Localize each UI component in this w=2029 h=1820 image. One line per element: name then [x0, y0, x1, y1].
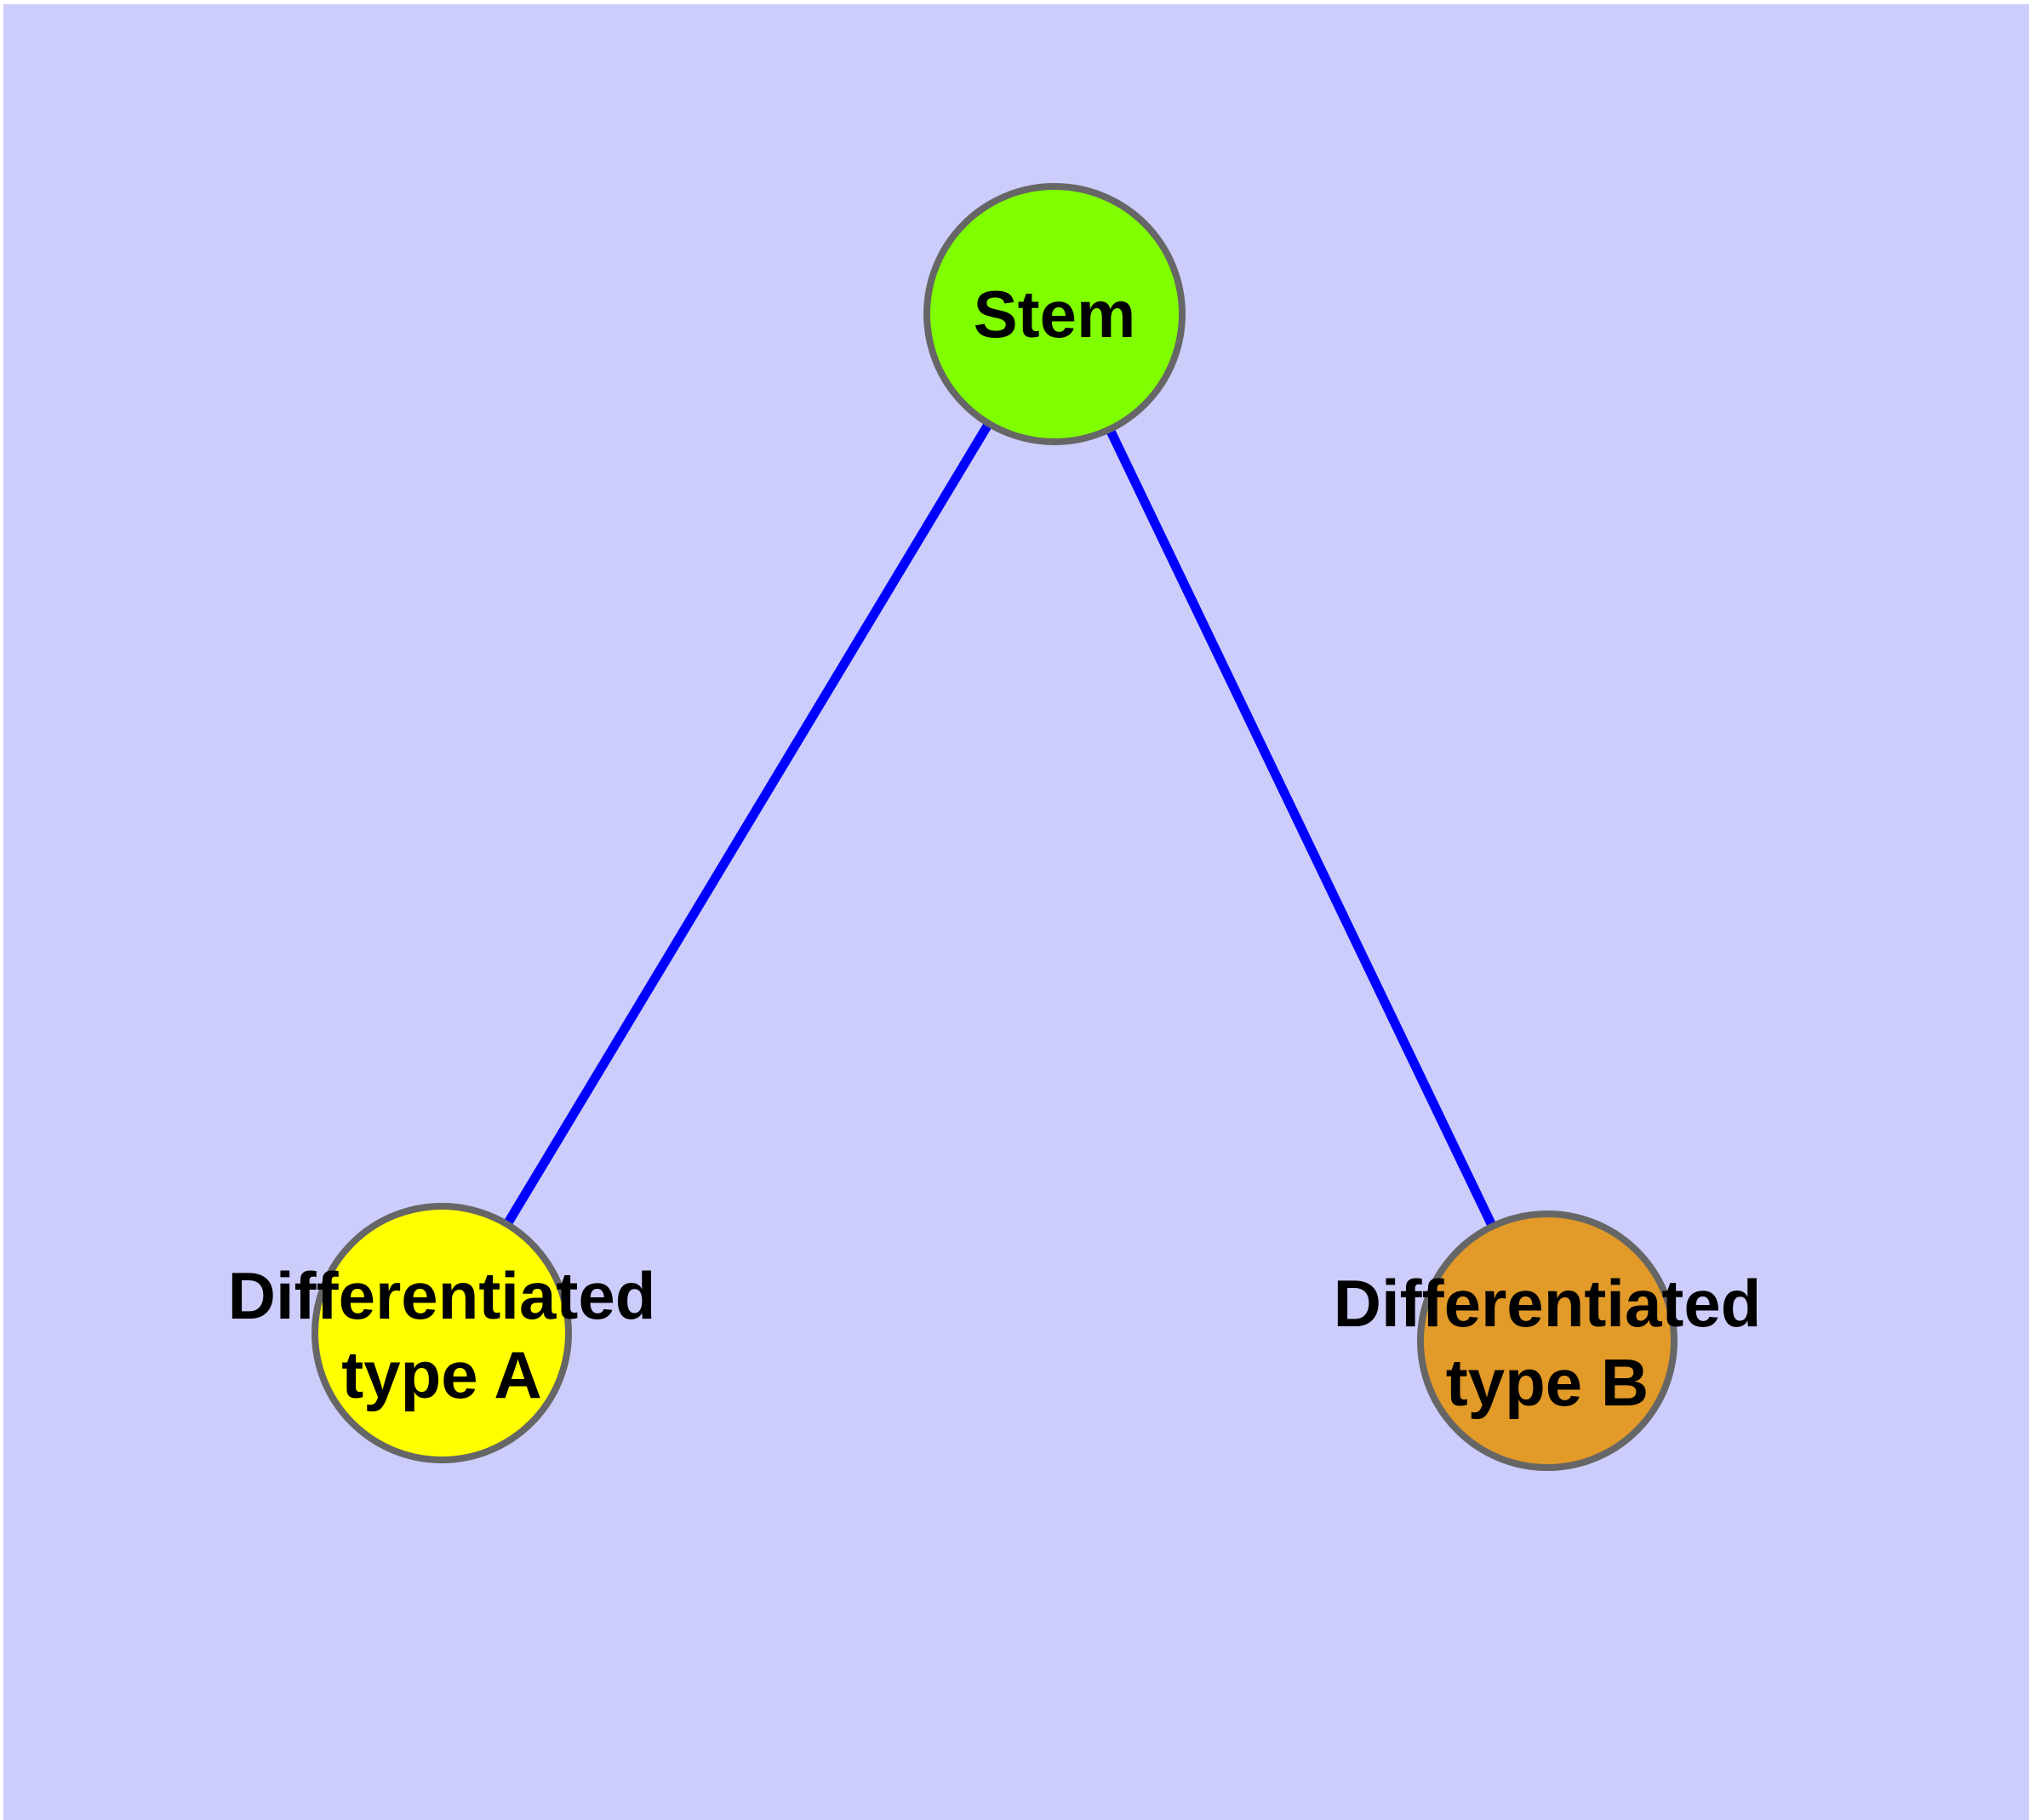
node-label-differentiated-type-a-line2: type A — [341, 1337, 542, 1412]
node-circle-differentiated-type-b[interactable] — [1417, 1210, 1677, 1471]
node-label-differentiated-type-b-line2: type B — [1446, 1345, 1649, 1420]
node-label-differentiated-type-a-line1: Differentiated — [228, 1258, 656, 1333]
node-circle-differentiated-type-a[interactable] — [311, 1203, 572, 1463]
label-layer: Stem Differentiated type A Differentiate… — [228, 277, 1762, 1420]
node-layer — [311, 183, 1677, 1471]
edge-layer — [437, 312, 1552, 1343]
node-label-differentiated-type-b-line1: Differentiated — [1334, 1266, 1762, 1341]
edge-stem-to-differentiated-type-a[interactable] — [437, 312, 1059, 1336]
node-circle-stem[interactable] — [923, 183, 1186, 445]
edge-stem-to-differentiated-type-b[interactable] — [1050, 312, 1552, 1343]
node-label-stem: Stem — [974, 277, 1136, 352]
